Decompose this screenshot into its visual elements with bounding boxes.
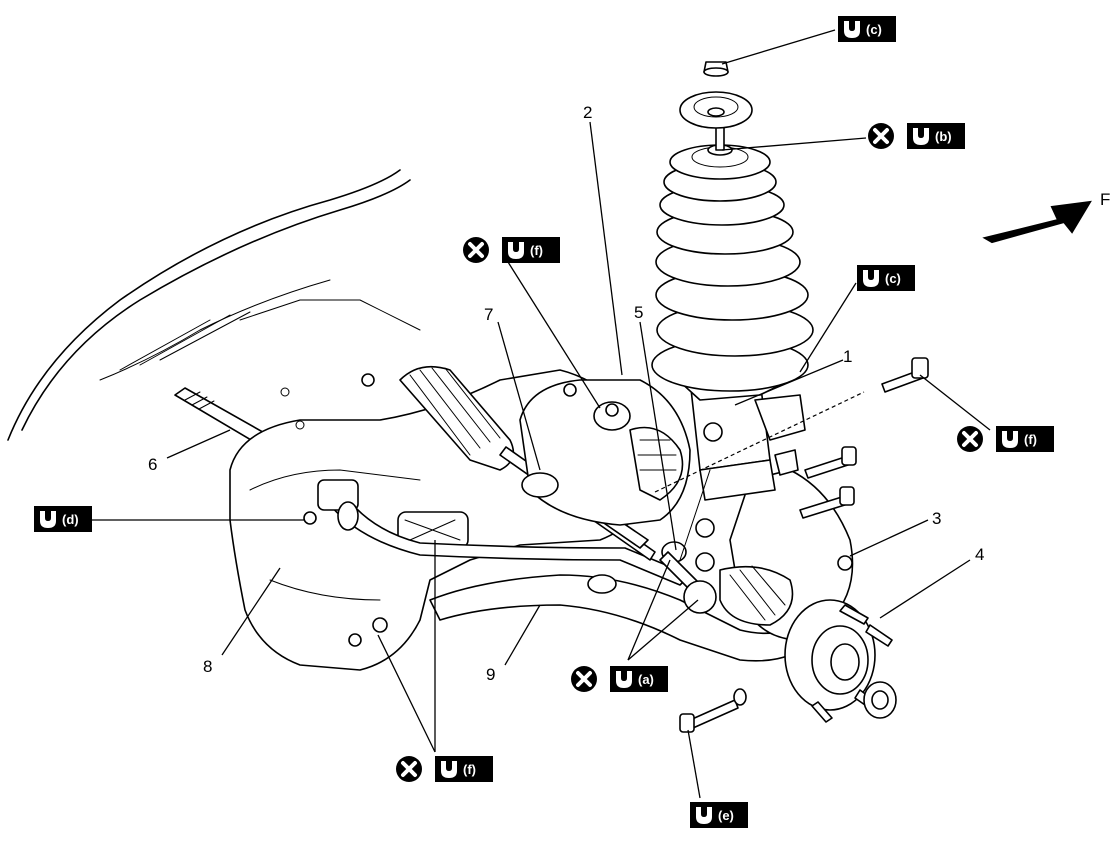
leader-lines xyxy=(92,29,991,799)
svg-text:(f): (f) xyxy=(1024,432,1037,447)
callout-8: 8 xyxy=(203,657,212,676)
svg-text:(a): (a) xyxy=(638,672,654,687)
torque-tag-bolt-f: (f) xyxy=(955,424,1054,454)
torque-tag-lower-e: (e) xyxy=(690,802,748,828)
torque-tag-joint-a: (a) xyxy=(569,664,668,694)
wheel-hub xyxy=(784,599,897,723)
svg-text:(c): (c) xyxy=(866,22,882,37)
svg-text:(b): (b) xyxy=(935,129,952,144)
callout-6: 6 xyxy=(148,455,157,474)
forward-direction-label: F xyxy=(1100,190,1110,209)
strut-mount xyxy=(679,61,753,129)
callout-9: 9 xyxy=(486,665,495,684)
callout-3: 3 xyxy=(932,509,941,528)
do-not-reuse-icon xyxy=(866,121,896,151)
torque-tag-strut-c: (c) xyxy=(857,265,915,291)
callout-1: 1 xyxy=(843,347,852,366)
do-not-reuse-icon xyxy=(394,754,424,784)
torque-tag-mount-b: (b) xyxy=(866,121,965,151)
torque-tag-top-c: (c) xyxy=(838,16,896,42)
strut-bracket-bolts xyxy=(799,357,929,519)
torque-tag-stab-d: (d) xyxy=(34,506,92,532)
coil-spring xyxy=(651,117,814,392)
torque-tag-frame-f: (f) xyxy=(394,754,493,784)
callout-2: 2 xyxy=(583,103,592,122)
torque-tag-tierod-f: (f) xyxy=(461,235,560,265)
svg-text:(d): (d) xyxy=(62,512,79,527)
do-not-reuse-icon xyxy=(569,664,599,694)
svg-text:(c): (c) xyxy=(885,271,901,286)
stabilizer-bar xyxy=(303,479,691,586)
forward-direction-arrow xyxy=(982,200,1092,244)
do-not-reuse-icon xyxy=(955,424,985,454)
svg-text:(e): (e) xyxy=(718,808,734,823)
lower-bolt xyxy=(679,688,747,733)
callout-5: 5 xyxy=(634,303,643,322)
steering-gear-housing xyxy=(361,373,691,526)
svg-text:(f): (f) xyxy=(463,762,476,777)
callout-4: 4 xyxy=(975,545,984,564)
callout-7: 7 xyxy=(484,305,493,324)
do-not-reuse-icon xyxy=(461,235,491,265)
vehicle-body-outline xyxy=(7,169,421,441)
svg-text:(f): (f) xyxy=(530,243,543,258)
